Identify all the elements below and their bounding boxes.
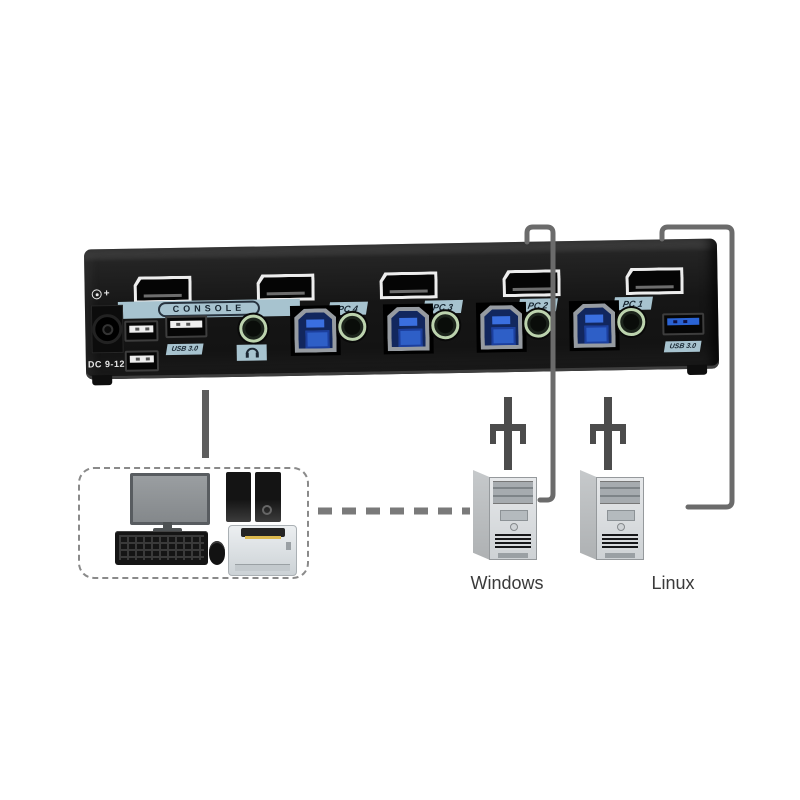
keyboard-keys <box>119 535 204 560</box>
tower-side-panel <box>473 470 490 560</box>
tower-front-panel <box>489 477 537 560</box>
tower-drive-bays <box>600 481 640 504</box>
displayport-opening <box>505 272 557 294</box>
tower-power-button <box>617 523 625 531</box>
device-foot-left <box>92 375 113 386</box>
pc3-usb-b-port <box>382 303 434 355</box>
keyboard <box>115 531 208 565</box>
monitor-base <box>153 528 182 533</box>
speaker-left <box>226 472 251 522</box>
tower-side-panel <box>580 470 597 560</box>
displayport-opening <box>259 277 311 299</box>
device-foot-right <box>687 364 708 376</box>
displayport-pc4-port <box>256 274 314 302</box>
console-usb3-port <box>165 315 208 339</box>
monitor-stand <box>163 522 172 529</box>
tower-foot <box>605 553 635 558</box>
pc4-audio-jack <box>338 312 367 342</box>
headphone-icon <box>245 347 259 358</box>
kvm-switch-rear-panel: CONSOLE PC 4 PC 3 PC 2 PC 1 + DC 9-12V U… <box>83 238 720 386</box>
displayport-pc1-port <box>625 267 683 295</box>
tower-vent-grille <box>602 534 638 550</box>
printer-paper-tray <box>235 564 290 571</box>
console-label: CONSOLE <box>157 300 261 318</box>
console-usb3-label-tag: USB 3.0 <box>165 343 204 356</box>
console-usb-keyboard-port <box>124 320 159 342</box>
speaker-knob <box>262 505 272 515</box>
printer-output-tray <box>241 528 285 537</box>
mouse <box>209 541 225 565</box>
console-usb-mouse-port <box>124 350 160 372</box>
monitor <box>130 473 210 525</box>
polarity-ring <box>91 289 102 300</box>
polarity-plus: + <box>103 288 110 300</box>
tower-foot <box>498 553 528 558</box>
printer-paper <box>245 536 281 539</box>
tower-windows <box>473 470 539 562</box>
pc2-audio-jack <box>524 309 553 338</box>
dc-polarity-icon: + <box>91 288 110 300</box>
tower-drive-bays <box>493 481 533 504</box>
pc4-usb-b-port <box>289 305 341 356</box>
dc-power-jack <box>90 304 124 354</box>
displayport-opening <box>628 270 680 292</box>
tower-front-panel <box>596 477 644 560</box>
console-banner: CONSOLE <box>117 298 301 319</box>
pc2-usb-b-port <box>475 301 527 353</box>
printer-button <box>286 542 291 550</box>
linux-label: Linux <box>651 573 695 593</box>
usb3-type-a-port <box>662 312 705 336</box>
displayport-opening <box>382 274 434 296</box>
printer <box>228 525 297 576</box>
tower-io-panel <box>500 510 528 521</box>
pc1-usb-b-port <box>568 300 620 352</box>
displayport-opening <box>136 279 188 301</box>
tower-linux <box>580 470 646 562</box>
windows-label: Windows <box>470 573 544 593</box>
console-peripherals-box <box>78 467 309 579</box>
displayport-pc2-port <box>502 269 560 297</box>
displayport-pc3-port <box>379 271 437 299</box>
speaker-right <box>255 472 281 522</box>
displayport-console-port <box>133 276 191 304</box>
tower-vent-grille <box>495 534 531 550</box>
pc3-audio-jack <box>431 310 460 340</box>
tower-power-button <box>510 523 518 531</box>
dc-jack-barrel <box>92 313 123 345</box>
usb3-label-tag: USB 3.0 <box>663 340 702 353</box>
console-audio-jack <box>239 314 268 343</box>
display-cable-plug-icon-windows <box>490 397 526 470</box>
headphone-label-tag <box>236 344 267 361</box>
pc1-audio-jack <box>617 307 646 337</box>
tower-io-panel <box>607 510 635 521</box>
display-cable-plug-icon-linux <box>590 397 626 470</box>
